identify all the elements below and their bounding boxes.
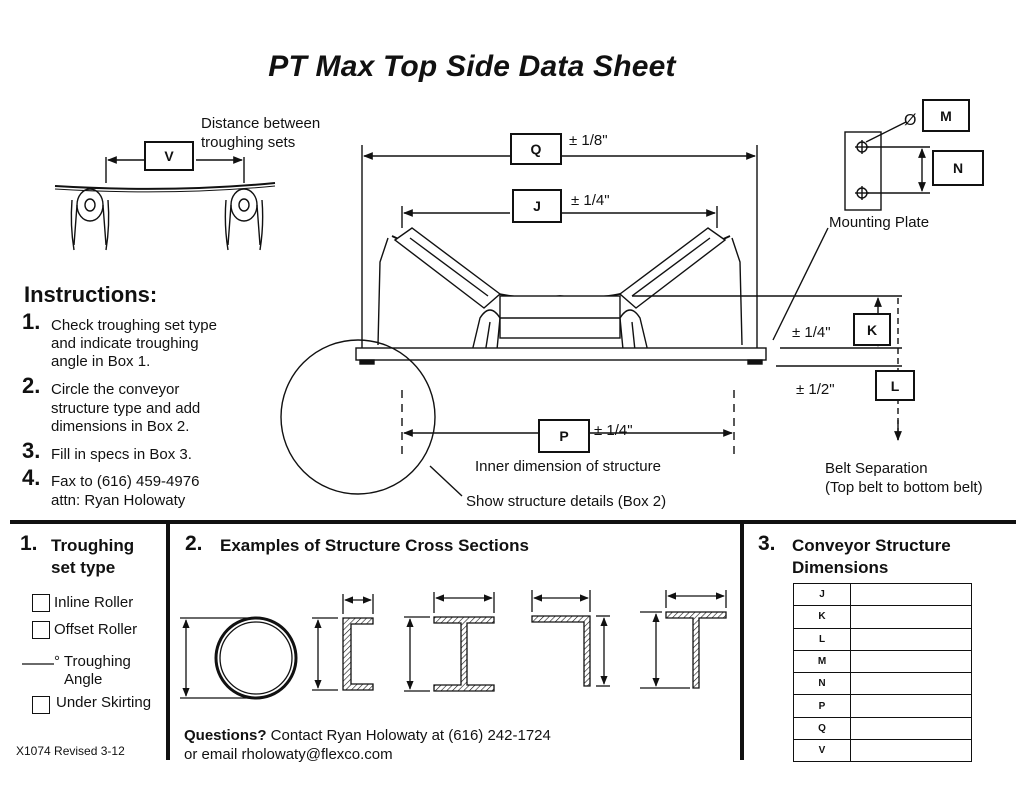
step-3-line1: Fill in specs in Box 3.: [51, 446, 192, 463]
step-2-line1: Circle the conveyor: [51, 381, 180, 398]
l-tolerance: ± 1/2": [796, 381, 835, 398]
dimension-row: K: [793, 605, 972, 629]
dimension-row-label: L: [793, 627, 851, 651]
show-structure-label: Show structure details (Box 2): [466, 493, 667, 510]
step-2-line3: dimensions in Box 2.: [51, 418, 190, 435]
dimension-row: L: [793, 627, 972, 651]
label-v: V: [144, 141, 194, 171]
box2-title: Examples of Structure Cross Sections: [220, 536, 529, 555]
box2-number: 2.: [185, 532, 203, 555]
dimension-value-field[interactable]: [850, 582, 972, 607]
dimension-row: N: [793, 672, 972, 696]
box1-number: 1.: [20, 532, 38, 555]
dimension-value-field[interactable]: [850, 739, 972, 763]
channel-section: [312, 594, 374, 691]
instructions-heading: Instructions:: [24, 282, 158, 307]
distance-label-line1: Distance between: [201, 115, 321, 132]
p-tolerance: ± 1/4": [594, 422, 633, 439]
dimension-row: J: [793, 582, 972, 607]
dimension-row-label: P: [793, 694, 851, 718]
dimension-row-label: J: [793, 582, 851, 607]
i-beam-section: [404, 592, 495, 692]
angle-section: [531, 590, 610, 687]
questions-contact: Contact Ryan Holowaty at (616) 242-1724: [266, 727, 551, 744]
step-1-line3: angle in Box 1.: [51, 353, 151, 370]
mounting-plate-label: Mounting Plate: [829, 214, 930, 231]
troughing-angle-line1: ° Troughing: [54, 653, 131, 670]
idler-assembly: [280, 145, 902, 497]
under-skirting-checkbox[interactable]: [32, 696, 50, 714]
dimension-row: V: [793, 739, 972, 763]
distance-label-line2: troughing sets: [201, 134, 296, 151]
box1-title-line2: set type: [51, 558, 116, 577]
cross-sections: [180, 590, 727, 700]
step-2-number: 2.: [22, 373, 41, 398]
box3-number: 3.: [758, 532, 776, 555]
label-j: J: [512, 189, 562, 223]
dimension-row-label: Q: [793, 716, 851, 741]
dimension-row-label: V: [793, 739, 851, 763]
belt-separation-line2: (Top belt to bottom belt): [825, 479, 983, 496]
dimension-row-label: N: [793, 672, 851, 696]
offset-roller-checkbox[interactable]: [32, 621, 50, 639]
inner-dimension-label: Inner dimension of structure: [475, 458, 661, 475]
dimension-row: Q: [793, 716, 972, 741]
box3-title-line1: Conveyor Structure: [792, 536, 951, 555]
dimension-row-label: M: [793, 649, 851, 674]
k-tolerance: ± 1/4": [792, 324, 831, 341]
dimension-value-field[interactable]: [850, 649, 972, 674]
dimension-row: P: [793, 694, 972, 718]
mounting-plate-drawing: [844, 121, 930, 211]
box1-title-line1: Troughing: [51, 536, 135, 555]
troughing-angle-line2: Angle: [64, 671, 103, 688]
inline-roller-checkbox[interactable]: [32, 594, 50, 612]
inline-roller-label: Inline Roller: [54, 594, 134, 611]
box3-title-line2: Dimensions: [792, 558, 889, 577]
email-line: or email rholowaty@flexco.com: [184, 746, 393, 763]
dimension-value-field[interactable]: [850, 716, 972, 741]
dimension-value-field[interactable]: [850, 627, 972, 651]
questions-bold: Questions?: [184, 727, 267, 744]
q-tolerance: ± 1/8": [569, 132, 608, 149]
label-m: M: [922, 99, 970, 132]
step-4-line1: Fax to (616) 459-4976: [51, 473, 200, 490]
label-n: N: [932, 150, 984, 186]
step-1-line1: Check troughing set type: [51, 317, 217, 334]
step-1-number: 1.: [22, 309, 41, 334]
dimension-value-field[interactable]: [850, 605, 972, 629]
questions-line: Questions? Contact Ryan Holowaty at (616…: [184, 726, 551, 745]
diameter-symbol: Ø: [904, 112, 917, 129]
j-tolerance: ± 1/4": [571, 192, 610, 209]
offset-roller-label: Offset Roller: [54, 621, 138, 638]
label-l: L: [875, 370, 915, 401]
dimension-row-label: K: [793, 605, 851, 629]
label-p: P: [538, 419, 590, 453]
dimension-row: M: [793, 649, 972, 674]
step-1-line2: and indicate troughing: [51, 335, 199, 352]
step-4-line2: attn: Ryan Holowaty: [51, 492, 186, 509]
label-q: Q: [510, 133, 562, 165]
belt-separation-line1: Belt Separation: [825, 460, 928, 477]
page-title: PT Max Top Side Data Sheet: [268, 50, 676, 83]
section-dividers: [10, 520, 1016, 760]
step-4-number: 4.: [22, 465, 41, 490]
under-skirting-label: Under Skirting: [56, 694, 152, 711]
tube-section: [180, 616, 298, 700]
troughing-sets-sketch: [54, 156, 276, 251]
step-3-number: 3.: [22, 438, 41, 463]
step-2-line2: structure type and add: [51, 400, 201, 417]
dimension-value-field[interactable]: [850, 672, 972, 696]
tee-section: [640, 590, 727, 689]
revision-note: X1074 Revised 3-12: [16, 744, 125, 758]
label-k: K: [853, 313, 891, 346]
dimension-value-field[interactable]: [850, 694, 972, 718]
